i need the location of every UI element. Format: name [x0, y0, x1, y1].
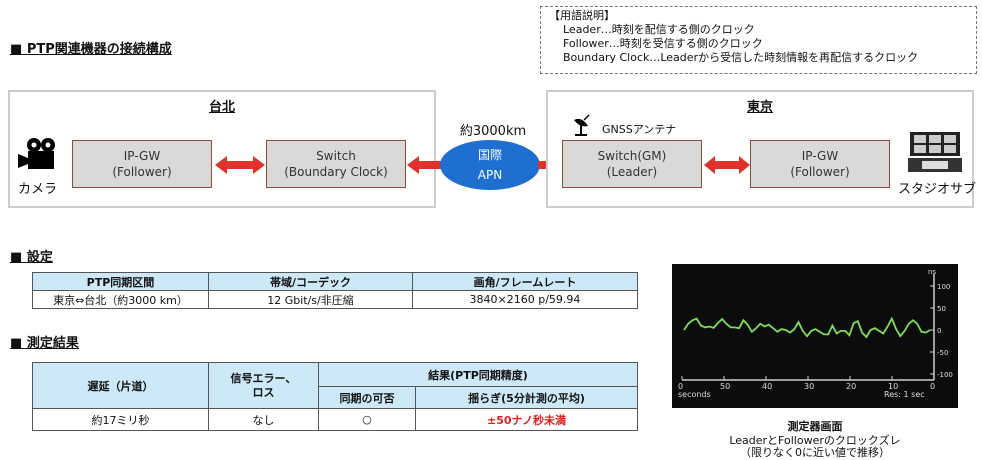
- results-header-delay: 遅延（片道）: [32, 362, 209, 409]
- tokyo-title: 東京: [746, 100, 773, 115]
- taipei-switch-box: Switch (Boundary Clock): [266, 140, 406, 188]
- glossary-heading: 【用語説明】: [549, 9, 615, 22]
- taipei-title: 台北: [208, 100, 235, 115]
- arrow-to-apn-icon: [407, 156, 443, 174]
- settings-bullet: ■: [10, 250, 27, 265]
- scope-trace: [683, 316, 931, 339]
- tokyo-ipgw-name: IP-GW: [801, 149, 839, 163]
- settings-cell-bandwidth: 12 Gbit/s/非圧縮: [208, 290, 413, 309]
- title-bullet: ■: [10, 42, 27, 57]
- apn-line1: 国際: [477, 148, 502, 162]
- scope-x-tick-label: 20: [846, 382, 856, 391]
- results-cell-error: なし: [208, 408, 319, 431]
- settings-header-bandwidth: 帯域/コーデック: [208, 272, 413, 291]
- scope-res-label: Res: 1 sec: [884, 390, 925, 399]
- results-header-error-line2: ロス: [252, 385, 275, 399]
- settings-title: ■ 設定: [10, 250, 53, 265]
- scope-x-label: seconds: [678, 390, 711, 399]
- results-cell-jitter: ±50ナノ秒未満: [415, 408, 638, 431]
- results-cell-sync: ○: [318, 408, 416, 431]
- settings-cell-section: 東京⇔台北（約3000 km）: [32, 290, 209, 309]
- bidirectional-arrow-icon: [704, 156, 750, 174]
- results-table: 遅延（片道） 信号エラー、 ロス 結果(PTP同期精度) 同期の可否 揺らぎ(5…: [32, 362, 638, 431]
- results-header-sync: 同期の可否: [318, 386, 416, 409]
- studio-console-icon: [908, 132, 962, 172]
- tokyo-ipgw-role: (Follower): [790, 165, 850, 179]
- scope-y-tick-label: 100: [937, 283, 950, 291]
- settings-header-frame: 画角/フレームレート: [412, 272, 638, 291]
- gnss-antenna-icon: [574, 114, 590, 136]
- taipei-ipgw-name: IP-GW: [123, 149, 161, 163]
- scope-y-tick-label: -50: [937, 349, 948, 357]
- apn-line2: APN: [477, 168, 503, 182]
- results-title: ■ 測定結果: [10, 336, 79, 351]
- settings-header-section: PTP同期区間: [32, 272, 209, 291]
- tokyo-switch-box: Switch(GM) (Leader): [562, 140, 702, 188]
- taipei-switch-role: (Boundary Clock): [284, 165, 388, 179]
- bidirectional-arrow-icon: [215, 156, 265, 174]
- scope-unit: ns: [928, 268, 936, 276]
- camera-label: カメラ: [18, 182, 58, 197]
- camera-icon: [18, 138, 55, 169]
- taipei-ipgw-box: IP-GW (Follower): [72, 140, 212, 188]
- glossary-line-boundary: Boundary Clock…Leaderから受信した時刻情報を再配信するクロッ…: [563, 51, 919, 64]
- scope-caption-line2: （限りなく0に近い値で推移）: [740, 446, 890, 459]
- tokyo-switch-role: (Leader): [606, 165, 658, 179]
- results-header-result: 結果(PTP同期精度): [318, 362, 638, 387]
- scope-x-tick-label: 50: [720, 382, 730, 391]
- scope-caption-line1: LeaderとFollowerのクロックズレ: [729, 434, 901, 447]
- results-header-jitter: 揺らぎ(5分計測の平均): [415, 386, 638, 409]
- scope-x-tick-label: 0: [930, 382, 935, 391]
- scope-x-tick-label: 30: [804, 382, 814, 391]
- settings-table: PTP同期区間 帯域/コーデック 画角/フレームレート 東京⇔台北（約3000 …: [32, 272, 638, 309]
- settings-cell-frame: 3840×2160 p/59.94: [412, 290, 638, 309]
- international-apn: 国際 APN: [440, 140, 540, 190]
- scope-y-tick-label: 0: [937, 327, 941, 335]
- distance-label: 約3000km: [459, 124, 527, 139]
- scope-caption-title: 測定器画面: [787, 420, 843, 433]
- glossary-box: 【用語説明】 Leader…時刻を配信する側のクロック Follower…時刻を…: [540, 6, 977, 74]
- scope-y-tick-label: -100: [937, 371, 953, 379]
- results-bullet: ■: [10, 336, 27, 351]
- taipei-switch-name: Switch: [316, 149, 356, 163]
- tokyo-ipgw-box: IP-GW (Follower): [750, 140, 890, 188]
- scope-x-tick-label: 40: [762, 382, 772, 391]
- taipei-ipgw-role: (Follower): [112, 165, 172, 179]
- glossary-line-follower: Follower…時刻を受信する側のクロック: [563, 37, 763, 50]
- scope-x-tick-label: 10: [888, 382, 898, 391]
- scope-x-tick-label: 0: [678, 382, 683, 391]
- results-cell-delay: 約17ミリ秒: [32, 408, 209, 431]
- studio-label: スタジオサブ: [898, 182, 977, 197]
- tokyo-switch-name: Switch(GM): [597, 149, 667, 163]
- page-title: ■ PTP関連機器の接続構成: [10, 42, 172, 57]
- results-header-error-line1: 信号エラー、: [230, 371, 297, 385]
- scope-y-tick-label: 50: [937, 305, 946, 313]
- gnss-label: GNSSアンテナ: [602, 123, 677, 136]
- results-header-error: 信号エラー、 ロス: [208, 362, 319, 409]
- glossary-line-leader: Leader…時刻を配信する側のクロック: [563, 23, 755, 36]
